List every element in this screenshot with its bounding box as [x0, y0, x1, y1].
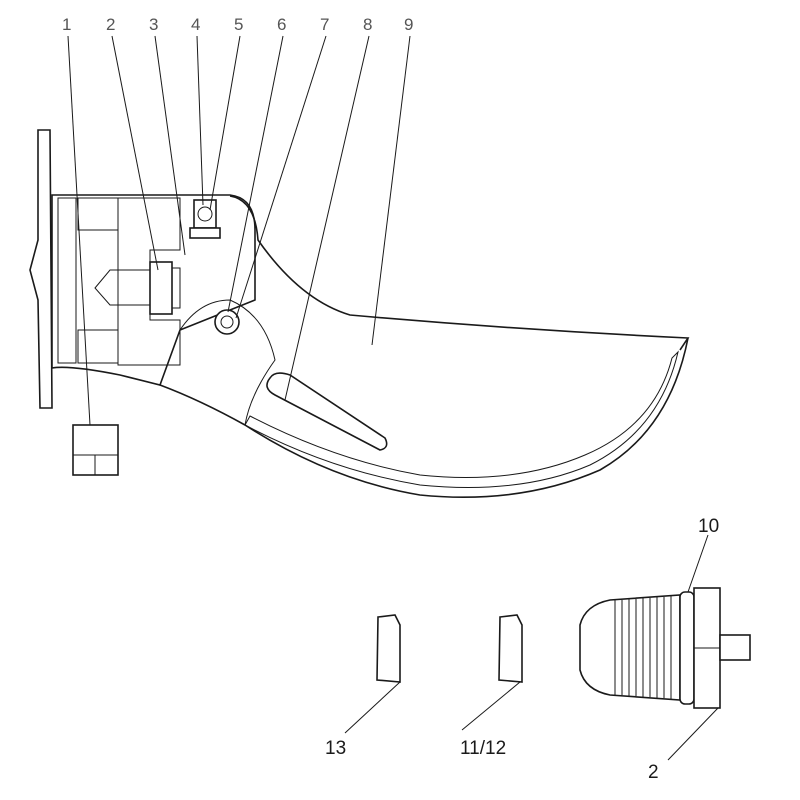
valve-seat [149, 261, 173, 315]
wall-plate [29, 129, 53, 409]
drinking-bowl [159, 195, 690, 499]
callout-5: 5 [234, 15, 243, 34]
part-2-valve [579, 587, 751, 709]
callout-2-bottom: 2 [648, 762, 659, 783]
callout-11-12: 11/12 [460, 738, 506, 759]
part-1-block [72, 424, 119, 476]
part-11-12-seal [498, 614, 523, 683]
nut [189, 199, 221, 239]
callout-7: 7 [320, 15, 329, 34]
callout-3: 3 [149, 15, 158, 34]
callout-6: 6 [277, 15, 286, 34]
callout-9: 9 [404, 15, 413, 34]
leader-lines-top [67, 35, 411, 426]
callout-10: 10 [698, 516, 719, 537]
callout-4: 4 [191, 15, 200, 34]
callout-8: 8 [363, 15, 372, 34]
paddle-lever [266, 372, 388, 451]
part-13-seal [376, 614, 401, 683]
pivot-pin [214, 309, 240, 335]
callout-1: 1 [62, 15, 71, 34]
top-callouts: 1 2 3 4 5 6 7 8 9 [62, 15, 413, 34]
callout-2: 2 [106, 15, 115, 34]
bottom-callouts: 10 13 11/12 2 [325, 516, 719, 783]
callout-13: 13 [325, 738, 346, 759]
part-10-oring [679, 591, 695, 705]
mounting-body [51, 194, 256, 386]
